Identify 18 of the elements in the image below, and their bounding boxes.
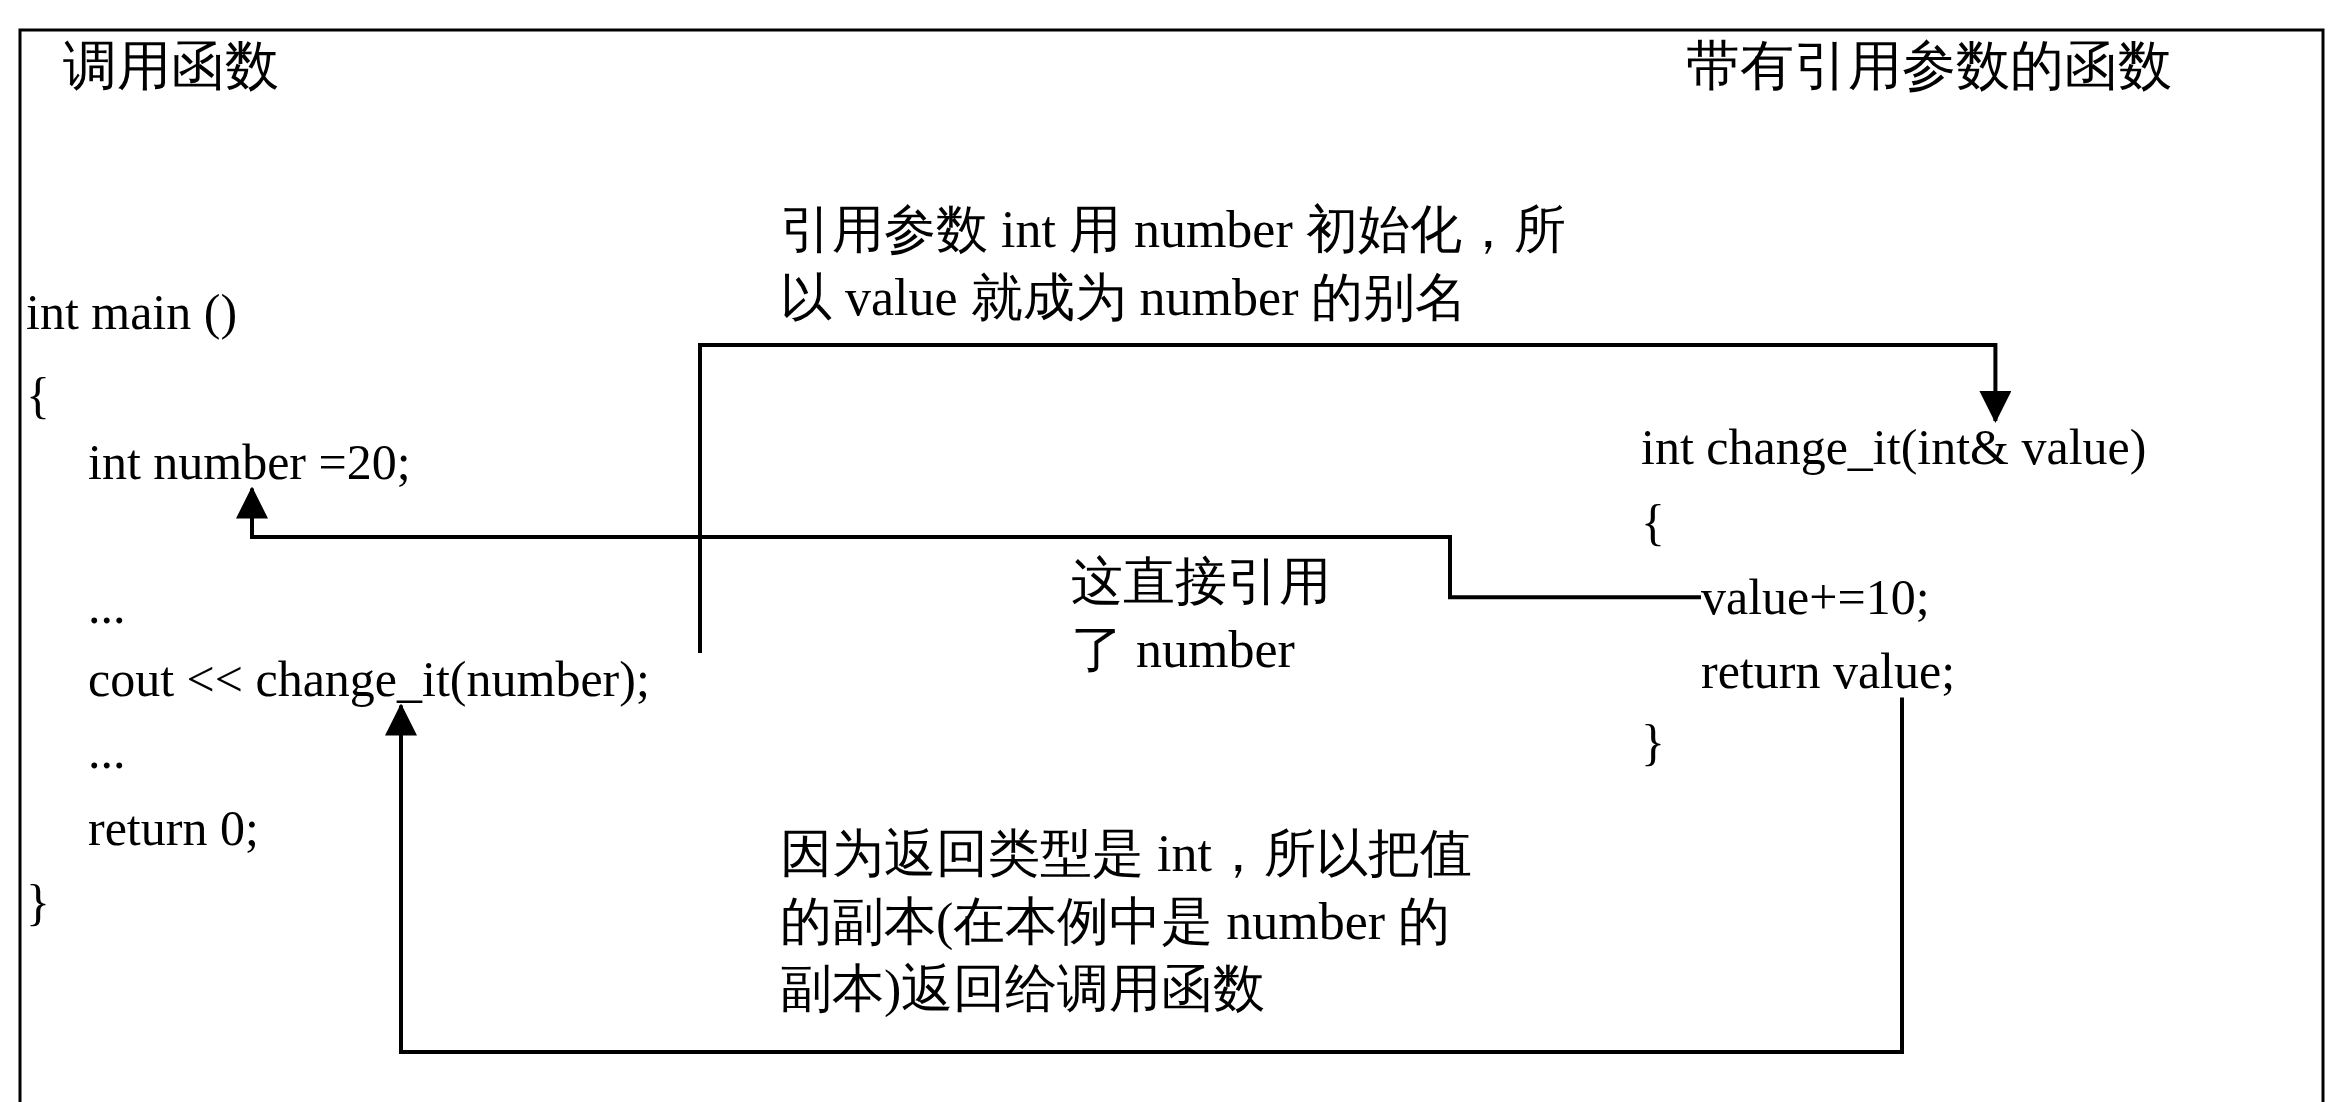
code-line: value+=10; [1701,571,1930,624]
code-line: int number =20; [88,436,411,489]
code-line: ... [88,725,126,778]
code-line: { [1641,496,1665,549]
heading: 带有引用参数的函数 [1686,38,2172,95]
code-line: return 0; [88,802,259,855]
code-line: { [26,369,50,422]
code-line: int change_it(int& value) [1641,421,2147,474]
code-line: cout << change_it(number); [88,653,650,706]
code-line: } [1641,716,1665,769]
heading: 调用函数 [63,38,279,95]
code-line: int main () [26,286,238,339]
arrow [236,486,1701,600]
code-line: } [26,876,50,929]
code-line: ... [88,580,126,633]
code-line: return value; [1701,645,1956,698]
arrow [698,343,2012,653]
arrow [385,697,1904,1054]
